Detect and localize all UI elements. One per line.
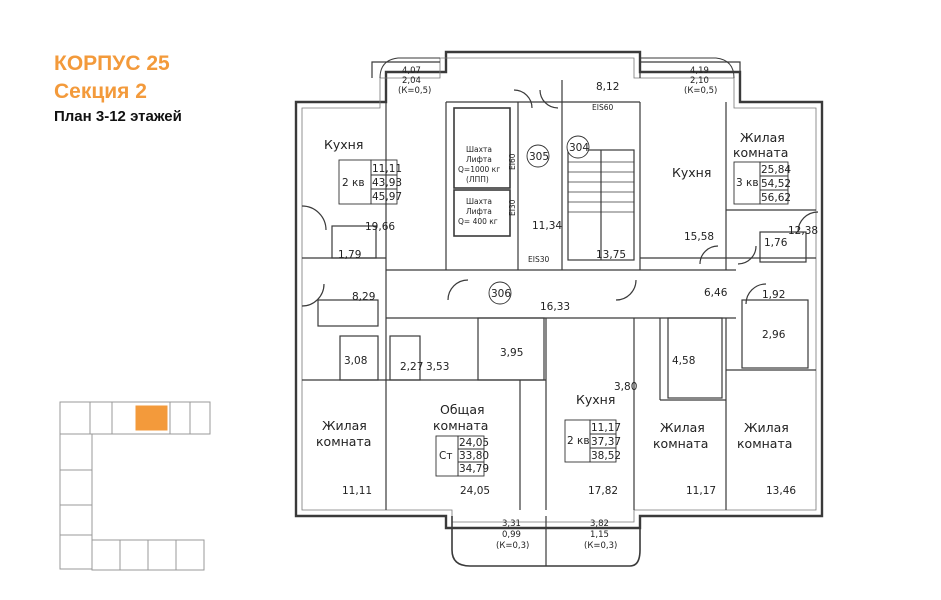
mark-305-circle xyxy=(526,144,550,168)
area-living-w: 11,11 xyxy=(342,485,372,497)
area-bath-nw: 1,79 xyxy=(338,249,361,261)
apt-w-v2: 33,80 xyxy=(459,450,489,462)
room-labels: Кухня Кухня Кухня Жилая комната Жилая ко… xyxy=(316,130,792,451)
lift-shaft-labels: Шахта Лифта Q=1000 кг (ЛПП) Шахта Лифта … xyxy=(458,145,500,226)
section-title: Секция 2 xyxy=(54,80,147,103)
area-hall-lift: 11,34 xyxy=(532,220,562,232)
lift2-line2: Лифта xyxy=(466,207,492,216)
balcony-se-b: 1,15 xyxy=(590,530,609,540)
building-title: КОРПУС 25 xyxy=(54,52,170,75)
room-label-living-se1-2: комната xyxy=(653,436,708,451)
area-living-se2: 13,46 xyxy=(766,485,796,497)
apt-s-type: 2 кв xyxy=(567,435,590,447)
lift2-line3: Q= 400 кг xyxy=(458,217,498,226)
mark-ei60: EI60 xyxy=(508,153,517,170)
balcony-nw-b: 2,04 xyxy=(402,76,421,86)
area-kitchen-ne: 15,58 xyxy=(684,231,714,243)
balcony-nw-k: (К=0,5) xyxy=(398,86,431,96)
apt-nw-v2: 43,93 xyxy=(372,177,402,189)
balcony-sw-b: 0,99 xyxy=(502,530,521,540)
room-label-living-se2-2: комната xyxy=(737,436,792,451)
mark-304-circle xyxy=(566,135,590,159)
room-label-living-ne: Жилая xyxy=(740,130,785,145)
plan-header: КОРПУС 25 Секция 2 План 3-12 этажей xyxy=(54,50,182,125)
balcony-sw-k: (К=0,3) xyxy=(496,541,529,551)
key-map xyxy=(59,401,211,571)
room-label-common: Общая xyxy=(440,402,485,417)
area-bath-s: 4,58 xyxy=(672,355,695,367)
area-living-se1: 11,17 xyxy=(686,485,716,497)
area-bath-w: 3,08 xyxy=(344,355,367,367)
area-common: 24,05 xyxy=(460,485,490,497)
area-toilet-w: 2,27 xyxy=(400,361,423,373)
room-label-living-w: Жилая xyxy=(322,418,367,433)
balcony-se-a: 3,82 xyxy=(590,519,609,529)
room-label-living-se1: Жилая xyxy=(660,420,705,435)
walls xyxy=(294,50,824,567)
mark-306: 306 xyxy=(491,288,511,300)
apt-nw-type: 2 кв xyxy=(342,177,365,189)
selected-section-marker xyxy=(135,405,168,431)
area-kitchen-s: 17,82 xyxy=(588,485,618,497)
lift1-line4: (ЛПП) xyxy=(466,175,489,184)
mark-eis60: EIS60 xyxy=(592,103,613,112)
balcony-values: 4,07 2,04 (К=0,5) 4,19 2,10 (К=0,5) 3,31… xyxy=(398,66,717,551)
room-label-living-se2: Жилая xyxy=(744,420,789,435)
lift2-line1: Шахта xyxy=(466,197,492,206)
apt-ne-v3: 56,62 xyxy=(761,192,791,204)
area-hall-s: 3,80 xyxy=(614,381,637,393)
area-corridor: 16,33 xyxy=(540,301,570,313)
balcony-nw-a: 4,07 xyxy=(402,66,421,76)
mark-305: 305 xyxy=(529,151,549,163)
apt-w-type: Ст xyxy=(439,450,452,462)
area-living-ne: 12,38 xyxy=(788,225,818,237)
lift1-line2: Лифта xyxy=(466,155,492,164)
room-label-living-ne-2: комната xyxy=(733,145,788,160)
mark-304: 304 xyxy=(569,142,589,154)
lift1-line1: Шахта xyxy=(466,145,492,154)
apt-w-v3: 34,79 xyxy=(459,463,489,475)
apt-ne-type: 3 кв xyxy=(736,177,759,189)
area-bath-ne2: 1,92 xyxy=(762,289,785,301)
room-label-kitchen-s: Кухня xyxy=(576,392,615,407)
balcony-ne-a: 4,19 xyxy=(690,66,709,76)
room-label-kitchen-nw: Кухня xyxy=(324,137,363,152)
area-values: 19,66 1,79 8,29 3,08 2,27 3,53 3,95 11,3… xyxy=(338,81,818,497)
apt-nw-v1: 11,11 xyxy=(372,163,402,175)
apt-s-v3: 38,52 xyxy=(591,450,621,462)
apt-s-v2: 37,37 xyxy=(591,436,621,448)
apt-ne-v2: 54,52 xyxy=(761,178,791,190)
area-bath-c: 3,95 xyxy=(500,347,523,359)
room-label-common-2: комната xyxy=(433,418,488,433)
balcony-se-k: (К=0,3) xyxy=(584,541,617,551)
area-corr-w: 8,29 xyxy=(352,291,375,303)
floor-plan-title: План 3-12 этажей xyxy=(54,108,182,125)
area-bath-ne3: 2,96 xyxy=(762,329,786,341)
apartment-values: 2 кв 11,11 43,93 45,97 3 кв 25,84 54,52 … xyxy=(342,163,791,475)
room-label-kitchen-ne: Кухня xyxy=(672,165,711,180)
area-stair: 13,75 xyxy=(596,249,626,261)
apt-s-v1: 11,17 xyxy=(591,422,621,434)
area-bath-ne: 1,76 xyxy=(764,237,788,249)
apt-ne-v1: 25,84 xyxy=(761,164,791,176)
section-marks xyxy=(488,135,590,305)
area-corr-ne: 6,46 xyxy=(704,287,728,299)
lift1-line3: Q=1000 кг xyxy=(458,165,500,174)
area-vest-top: 8,12 xyxy=(596,81,619,93)
balcony-ne-b: 2,10 xyxy=(690,76,709,86)
apt-w-v1: 24,05 xyxy=(459,437,489,449)
area-kitchen-nw: 19,66 xyxy=(365,221,395,233)
mark-eis30: EIS30 xyxy=(528,255,549,264)
mark-306-circle xyxy=(488,281,512,305)
apartment-boxes xyxy=(338,159,789,477)
room-label-living-w-2: комната xyxy=(316,434,371,449)
area-hall-c: 3,53 xyxy=(426,361,449,373)
apt-nw-v3: 45,97 xyxy=(372,191,402,203)
balcony-ne-k: (К=0,5) xyxy=(684,86,717,96)
mark-ei30: EI30 xyxy=(508,199,517,216)
balcony-sw-a: 3,31 xyxy=(502,519,521,529)
